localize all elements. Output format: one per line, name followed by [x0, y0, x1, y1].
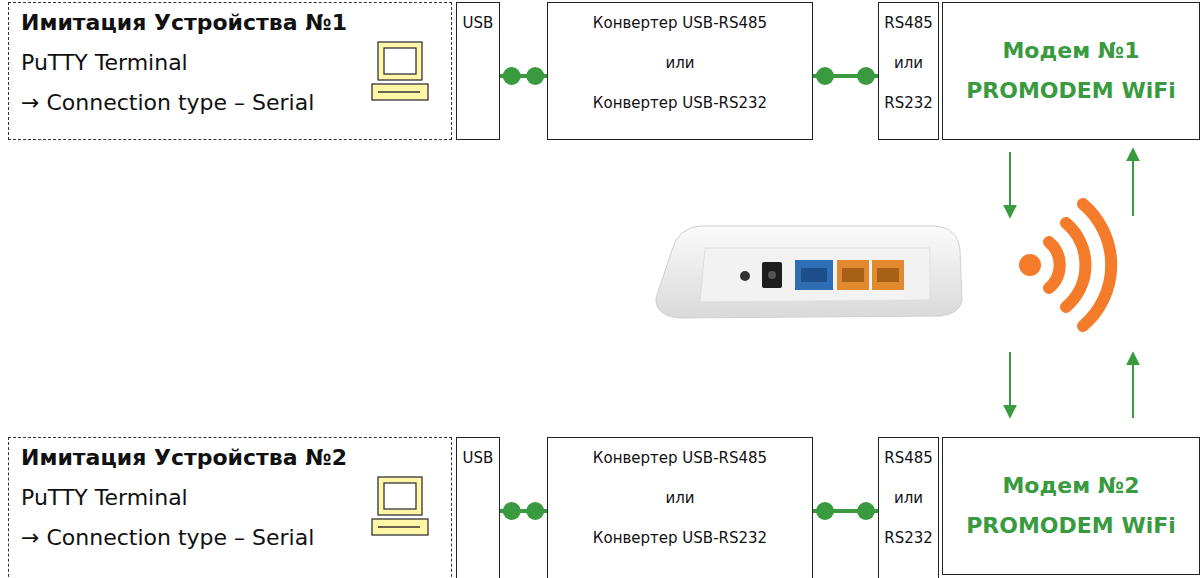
- box-text: RS485: [884, 438, 933, 478]
- box-text: PuTTY Terminal: [21, 478, 188, 518]
- box-text: Модем №1: [1002, 31, 1139, 71]
- box-text: или: [894, 478, 923, 518]
- box-text-line: или: [882, 43, 935, 83]
- box-text: USB: [463, 3, 494, 43]
- interface-box: RS485илиRS232: [878, 2, 939, 140]
- interface-box: RS485илиRS232: [878, 437, 939, 578]
- box-text: Конвертер USB-RS485: [593, 438, 767, 478]
- box-text: или: [665, 478, 694, 518]
- device-box: Имитация Устройства №2PuTTY Terminal→ Co…: [8, 437, 452, 578]
- box-text: RS485: [884, 3, 933, 43]
- router-picture: [656, 226, 962, 318]
- box-text: → Connection type – Serial: [21, 83, 314, 123]
- port-box: USB: [456, 437, 500, 578]
- box-text: PuTTY Terminal: [21, 43, 188, 83]
- box-text-line: PROMODEM WiFi: [949, 506, 1193, 546]
- box-text: Модем №2: [1002, 466, 1139, 506]
- box-text-line: Имитация Устройства №2: [21, 438, 439, 478]
- box-text-line: PROMODEM WiFi: [949, 71, 1193, 111]
- wifi-symbol: [1019, 204, 1111, 326]
- box-text-line: или: [551, 478, 809, 518]
- converter-box: Конвертер USB-RS485илиКонвертер USB-RS23…: [547, 2, 813, 140]
- box-text-line: PuTTY Terminal: [21, 43, 439, 83]
- box-text: Имитация Устройства №1: [21, 3, 347, 43]
- box-text-line: или: [882, 478, 935, 518]
- data-arrow: [1010, 150, 1133, 418]
- box-text-line: PuTTY Terminal: [21, 478, 439, 518]
- box-text-line: USB: [460, 438, 496, 478]
- box-text: Конвертер USB-RS232: [593, 83, 767, 123]
- box-text: RS232: [884, 518, 933, 558]
- modem-box: Модем №2PROMODEM WiFi: [942, 437, 1200, 575]
- box-text-line: RS485: [882, 438, 935, 478]
- device-box: Имитация Устройства №1PuTTY Terminal→ Co…: [8, 2, 452, 140]
- box-text-line: Конвертер USB-RS232: [551, 83, 809, 123]
- port-box: USB: [456, 2, 500, 140]
- box-text: → Connection type – Serial: [21, 518, 314, 558]
- modem-box: Модем №1PROMODEM WiFi: [942, 2, 1200, 140]
- box-text-line: Конвертер USB-RS232: [551, 518, 809, 558]
- computer-icon: [372, 42, 428, 100]
- box-text-line: → Connection type – Serial: [21, 83, 439, 123]
- cable-connector: [500, 67, 547, 85]
- box-text-line: → Connection type – Serial: [21, 518, 439, 558]
- box-text-line: Модем №2: [949, 466, 1193, 506]
- box-text-line: или: [551, 43, 809, 83]
- box-text-line: Конвертер USB-RS485: [551, 3, 809, 43]
- box-text-line: RS232: [882, 518, 935, 558]
- box-text: или: [894, 43, 923, 83]
- box-text: USB: [463, 438, 494, 478]
- box-text-line: Конвертер USB-RS485: [551, 438, 809, 478]
- computer-icon: [372, 477, 428, 535]
- cable-connector: [500, 502, 547, 520]
- cable-connector: [813, 67, 878, 85]
- converter-box: Конвертер USB-RS485илиКонвертер USB-RS23…: [547, 437, 813, 578]
- box-text-line: Имитация Устройства №1: [21, 3, 439, 43]
- box-text: Конвертер USB-RS232: [593, 518, 767, 558]
- box-text-line: USB: [460, 3, 496, 43]
- box-text: RS232: [884, 83, 933, 123]
- box-text: Имитация Устройства №2: [21, 438, 347, 478]
- box-text-line: RS232: [882, 83, 935, 123]
- box-text: Конвертер USB-RS485: [593, 3, 767, 43]
- box-text: или: [665, 43, 694, 83]
- box-text: PROMODEM WiFi: [966, 71, 1176, 111]
- cable-connector: [813, 502, 878, 520]
- box-text: PROMODEM WiFi: [966, 506, 1176, 546]
- box-text-line: RS485: [882, 3, 935, 43]
- box-text-line: Модем №1: [949, 31, 1193, 71]
